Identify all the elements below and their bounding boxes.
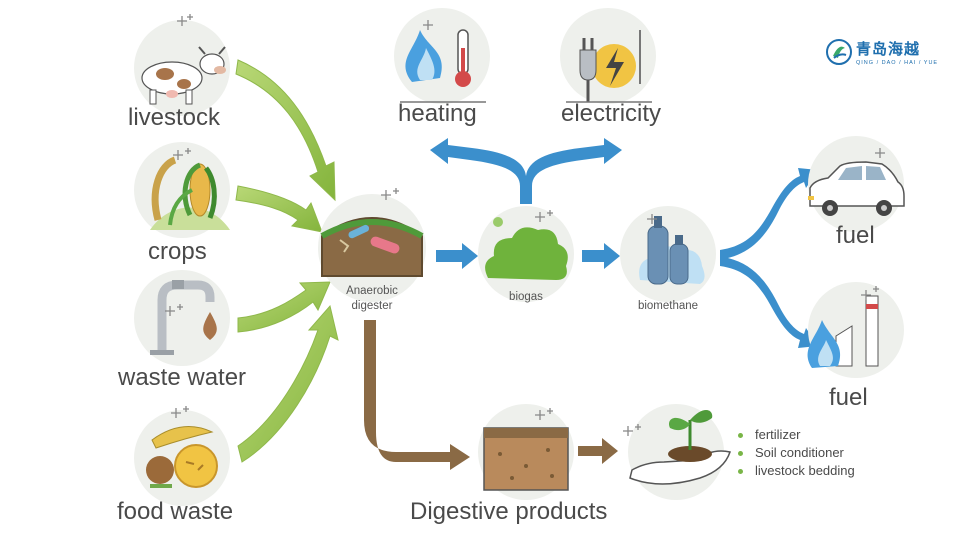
heating-icon xyxy=(394,8,490,104)
hand-sprout-icon xyxy=(628,404,731,500)
soil-bin-icon xyxy=(478,404,574,500)
bullet-dot-icon xyxy=(738,432,743,438)
label-food-waste: food waste xyxy=(117,498,234,525)
food-waste-icon xyxy=(134,410,230,506)
logo-name: 青岛海越 xyxy=(856,40,921,58)
use-item: fertilizer xyxy=(738,426,855,444)
arrow-to-digestive-products xyxy=(364,320,470,470)
arrow-crops xyxy=(235,185,323,233)
arrow-to-biogas xyxy=(436,243,478,269)
logo-subtitle: QING / DAO / HAI / YUE xyxy=(856,60,939,66)
faucet-icon xyxy=(134,270,230,366)
label-biogas: biogas xyxy=(509,291,543,303)
uses-list: fertilizer Soil conditioner livestock be… xyxy=(738,426,855,480)
sparkles xyxy=(165,14,885,436)
label-waste-water: waste water xyxy=(118,364,247,391)
biomethane-tanks-icon xyxy=(620,206,716,302)
electricity-icon xyxy=(560,8,656,104)
label-digestive-products: Digestive products xyxy=(410,498,608,525)
label-fuel-industry: fuel xyxy=(829,384,868,411)
corn-icon xyxy=(134,142,230,238)
arrow-food-waste xyxy=(237,304,339,463)
arrow-to-fertilizer xyxy=(578,438,618,464)
use-item: livestock bedding xyxy=(738,462,855,480)
label-biomethane: biomethane xyxy=(637,300,699,312)
use-item: Soil conditioner xyxy=(738,444,855,462)
car-icon xyxy=(808,136,905,232)
label-fuel-vehicle: fuel xyxy=(836,222,875,249)
arrow-fork-fuels xyxy=(720,168,818,348)
factory-flame-icon xyxy=(807,282,904,378)
label-livestock: livestock xyxy=(128,104,221,131)
label-electricity: electricity xyxy=(561,100,662,127)
cow-icon xyxy=(134,20,230,116)
bullet-dot-icon xyxy=(738,468,743,474)
bullet-dot-icon xyxy=(738,450,743,456)
label-heating: heating xyxy=(398,100,477,127)
arrow-fork-heat-power xyxy=(430,138,622,204)
label-digester: Anaerobic digester xyxy=(346,285,398,312)
biogas-cloud-icon xyxy=(478,206,574,302)
brand-logo: 青岛海越 QING / DAO / HAI / YUE xyxy=(826,38,938,66)
digester-icon xyxy=(318,194,426,302)
logo-mark-icon xyxy=(826,39,852,65)
label-crops: crops xyxy=(148,238,207,265)
arrow-to-biomethane xyxy=(582,243,620,269)
arrow-livestock xyxy=(235,59,336,202)
arrow-waste-water xyxy=(237,281,331,333)
